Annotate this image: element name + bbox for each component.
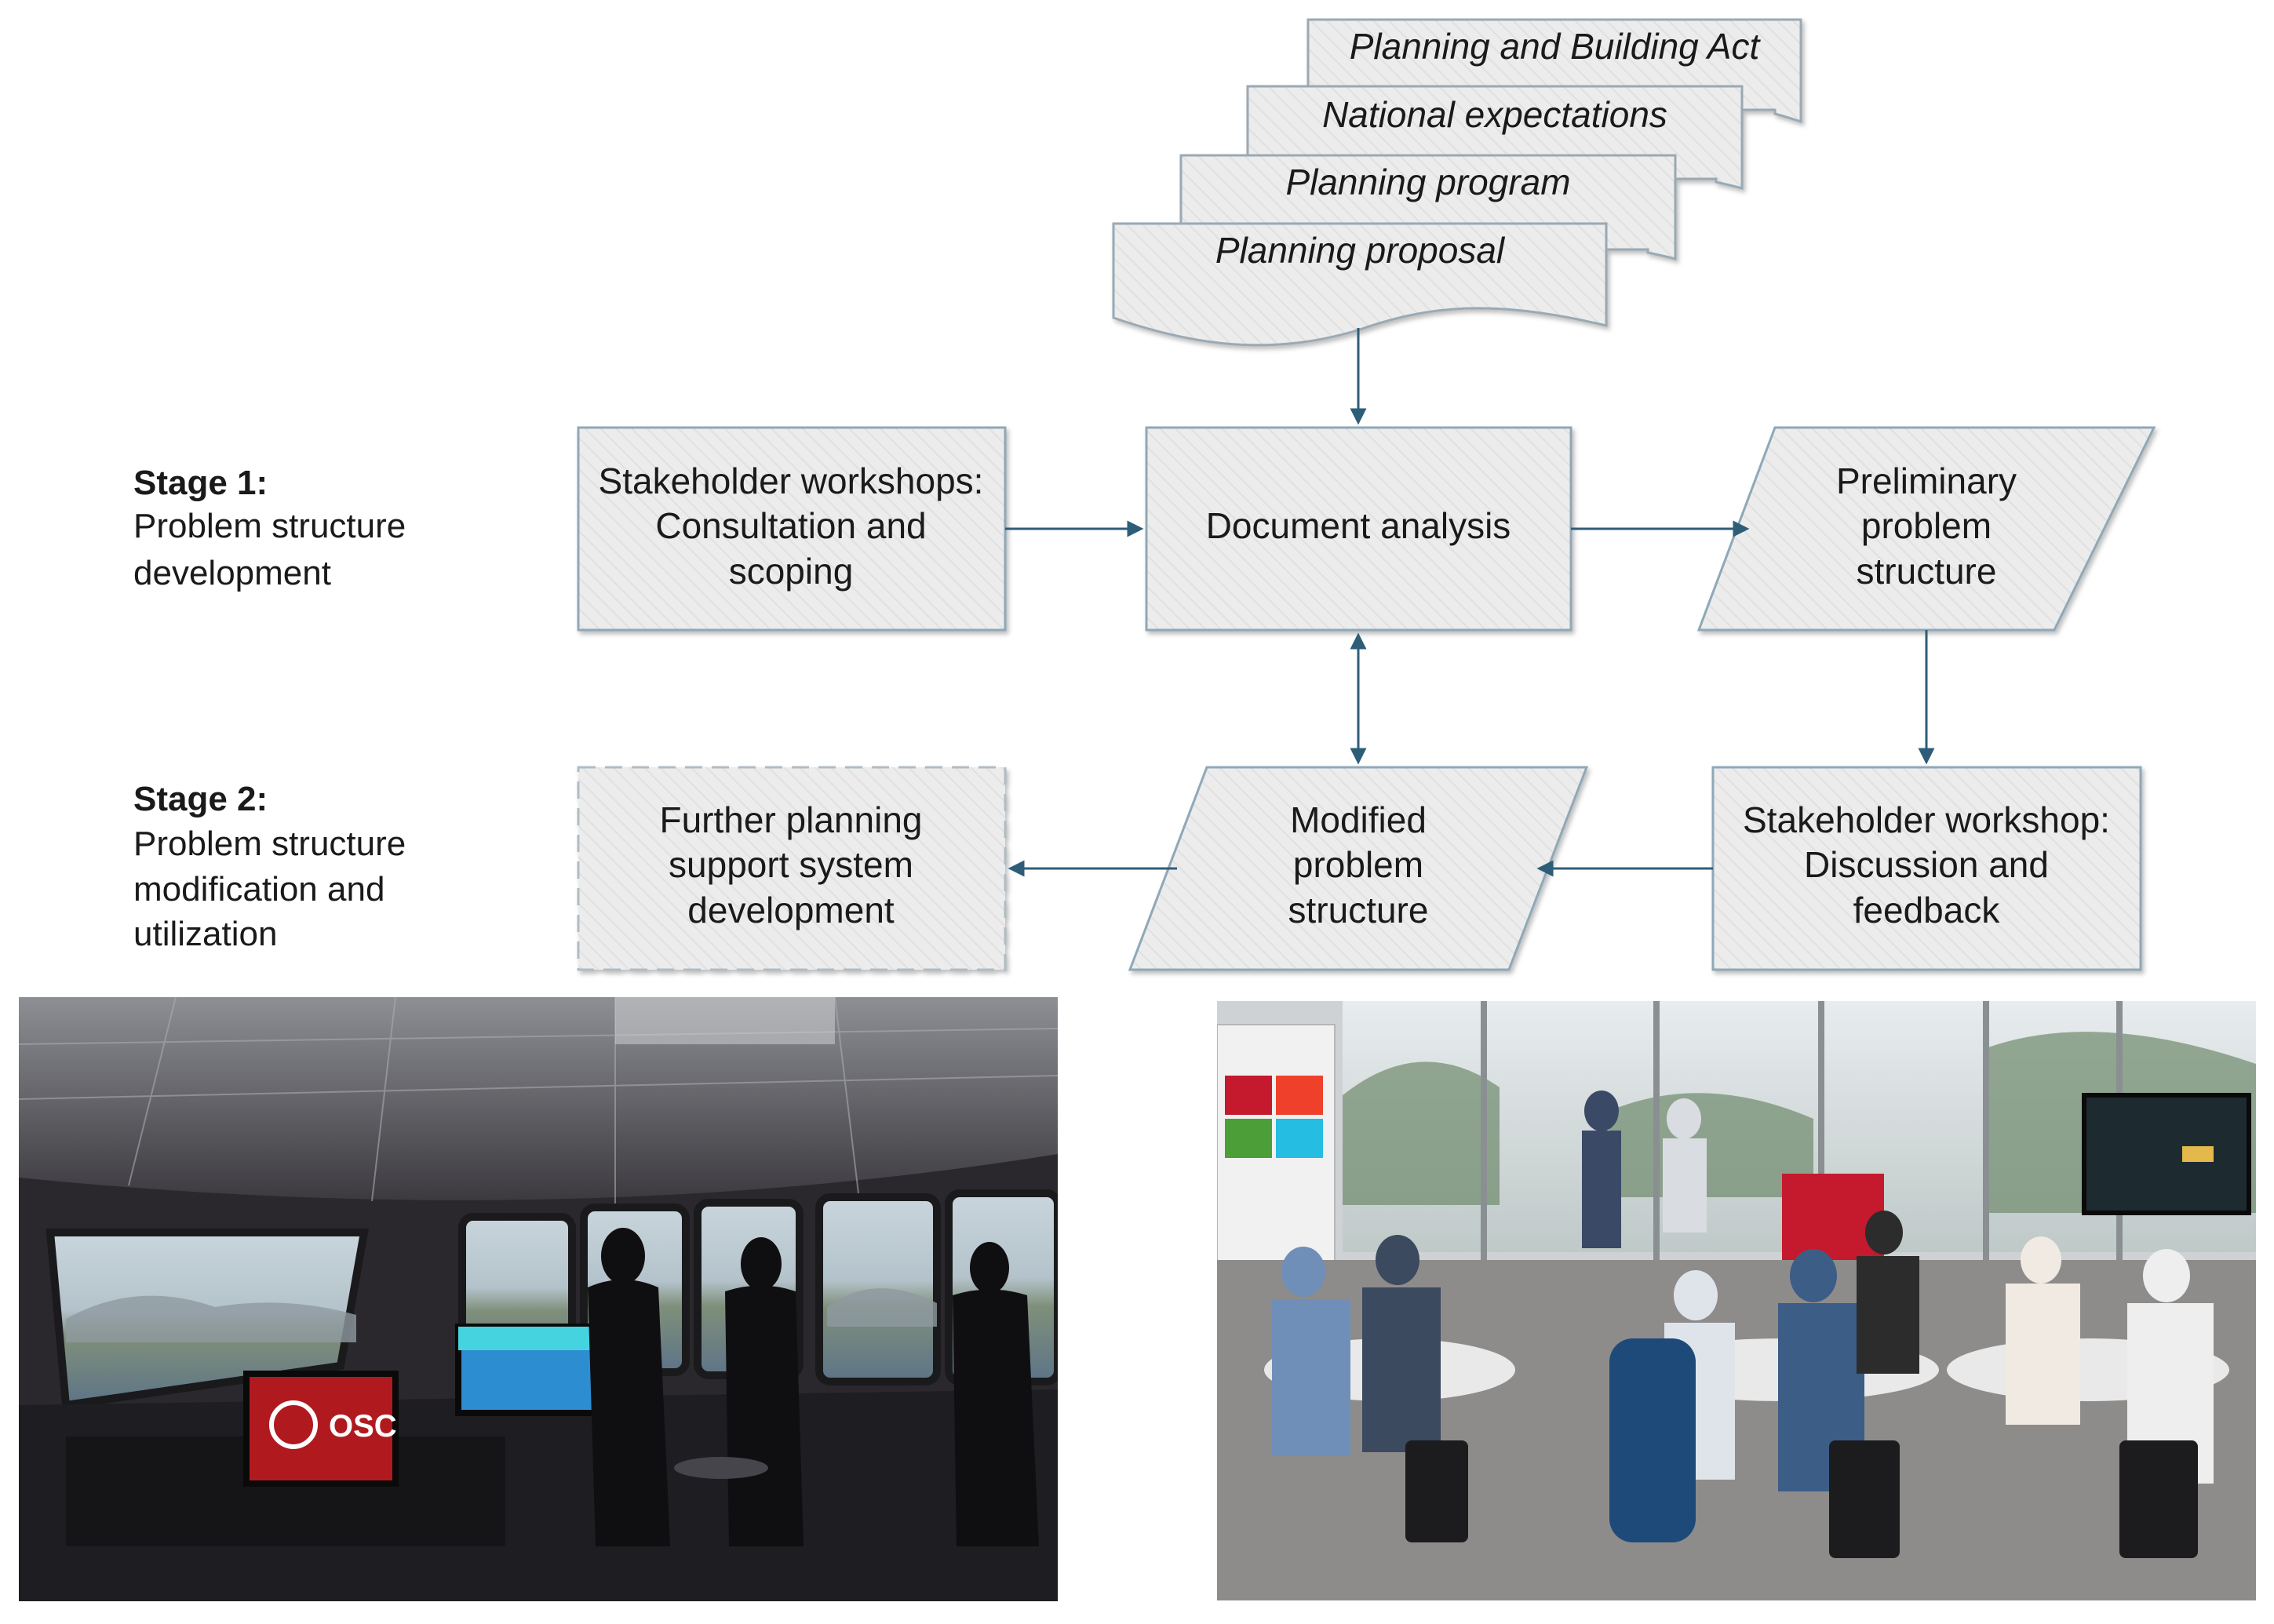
- stakeholder-workshops-line-2: scoping: [729, 551, 854, 592]
- stage-2-heading: Stage 2:: [133, 780, 268, 818]
- preliminary-structure-line-1: problem: [1861, 505, 1992, 546]
- stakeholder-feedback-line-1: Discussion and: [1804, 844, 2049, 885]
- sdg-box: [1782, 1174, 1884, 1260]
- presentation-screen: [2082, 1093, 2251, 1215]
- flow-diagram: Planning and Building Act National expec…: [133, 18, 2156, 971]
- document-stack: [1112, 18, 1802, 347]
- stage-1-line-0: Problem structure: [133, 507, 406, 545]
- stakeholder-workshops-line-1: Consultation and: [655, 505, 926, 546]
- stage-2-line-1: modification and: [133, 870, 384, 908]
- people-silhouettes: [588, 1228, 1039, 1546]
- stakeholder-workshops-line-0: Stakeholder workshops:: [599, 461, 984, 501]
- modified-structure-parallelogram: [1128, 766, 1589, 971]
- document-label-0: Planning and Building Act: [1350, 26, 1762, 67]
- further-planning-box: [577, 766, 1007, 971]
- document-label-1: National expectations: [1322, 94, 1667, 135]
- osc-logo-icon: [269, 1400, 318, 1449]
- ship-simulator-photo: OSC: [19, 997, 1058, 1601]
- stage-1-label: Stage 1: Problem structure development: [133, 464, 406, 592]
- document-planning-proposal: [1112, 222, 1608, 347]
- stakeholder-feedback-line-2: feedback: [1853, 890, 2001, 930]
- document-label-3: Planning proposal: [1215, 230, 1506, 271]
- modified-structure-line-2: structure: [1288, 890, 1429, 930]
- further-planning-line-0: Further planning: [660, 799, 923, 840]
- stakeholder-feedback-line-0: Stakeholder workshop:: [1743, 799, 2110, 840]
- modified-structure-line-1: problem: [1293, 844, 1423, 885]
- further-planning-line-1: support system: [669, 844, 913, 885]
- document-analysis-label: Document analysis: [1206, 505, 1511, 546]
- preliminary-structure-line-2: structure: [1857, 551, 1997, 592]
- stage-1-line-1: development: [133, 554, 331, 592]
- stage-2-line-2: utilization: [133, 915, 277, 953]
- stage-2-line-0: Problem structure: [133, 825, 406, 863]
- preliminary-structure-line-0: Preliminary: [1836, 461, 2017, 501]
- preliminary-structure-parallelogram: [1696, 426, 2156, 632]
- stage-1-heading: Stage 1:: [133, 464, 268, 502]
- modified-structure-line-0: Modified: [1290, 799, 1427, 840]
- osc-logo-text: OSC: [329, 1409, 397, 1444]
- stakeholder-workshop-feedback-box: [1711, 766, 2142, 971]
- document-label-2: Planning program: [1285, 162, 1570, 202]
- stakeholder-workshop-photo: [1217, 1001, 2256, 1600]
- document-analysis-box: [1145, 426, 1572, 632]
- stage-2-label: Stage 2: Problem structure modification …: [133, 780, 406, 953]
- further-planning-line-2: development: [687, 890, 895, 930]
